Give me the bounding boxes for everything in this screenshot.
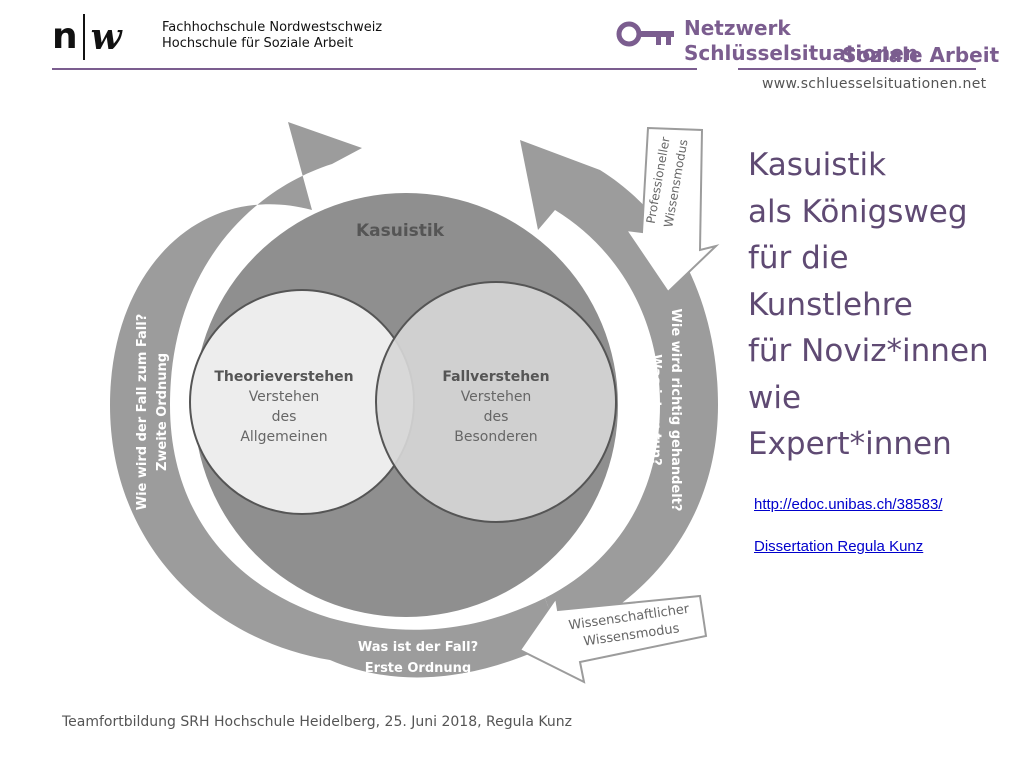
- header-rule-left: [52, 68, 697, 70]
- network-title: Netzwerk Schlüsselsituationen: [684, 16, 919, 65]
- theory-line1: Verstehen: [249, 389, 320, 405]
- case-heading: Fallverstehen: [442, 369, 549, 385]
- theory-line2: des: [272, 409, 297, 425]
- kasuistik-diagram: Kasuistik Theorieverstehen Verstehen des…: [110, 122, 720, 684]
- kasuistik-label: Kasuistik: [356, 221, 445, 241]
- header-rule-right: [738, 68, 976, 70]
- title-line: wie: [748, 379, 802, 416]
- right-arc-line1: Wie wird richtig gehandelt?: [668, 309, 683, 512]
- bottom-arrow-shape: [518, 594, 708, 684]
- bottom-ring-segment: [330, 598, 560, 678]
- case-circle: [375, 281, 617, 523]
- network-subtitle: Soziale Arbeit: [842, 43, 1000, 67]
- logo-separator: [82, 14, 85, 60]
- school-name: Fachhochschule Nordwestschweiz Hochschul…: [162, 20, 382, 52]
- school-name-line2: Hochschule für Soziale Arbeit: [162, 36, 354, 51]
- footer-text: Teamfortbildung SRH Hochschule Heidelber…: [62, 714, 572, 730]
- logo-letter-n: n: [52, 16, 78, 57]
- bottom-arc-line2: Erste Ordnung: [365, 661, 471, 676]
- network-url: www.schluesselsituationen.net: [762, 76, 987, 92]
- fhnw-logo: n w: [52, 14, 122, 60]
- dissertation-link[interactable]: Dissertation Regula Kunz: [754, 538, 924, 555]
- title-line: für die: [748, 240, 849, 276]
- title-line: Expert*innen: [748, 426, 952, 462]
- case-line3: Besonderen: [454, 429, 537, 445]
- key-icon: [616, 21, 674, 47]
- title-line: als Königsweg: [748, 193, 968, 230]
- school-name-line1: Fachhochschule Nordwestschweiz: [162, 20, 383, 35]
- case-line2: des: [484, 409, 509, 425]
- bottom-arc-line1: Was ist der Fall?: [358, 640, 478, 655]
- case-line1: Verstehen: [461, 389, 532, 405]
- logo-letter-w: w: [90, 16, 122, 58]
- top-arrow-shape: [623, 126, 720, 294]
- left-arc-line2: Zweite Ordnung: [155, 353, 170, 471]
- theory-heading: Theorieverstehen: [214, 369, 353, 385]
- left-arc-line1: Wie wird der Fall zum Fall?: [135, 314, 150, 510]
- slide-title: Kasuistik als Königsweg für die Kunstleh…: [748, 142, 1018, 468]
- title-line: Kunstlehre: [748, 286, 913, 323]
- title-line: für Noviz*innen: [748, 333, 989, 369]
- edoc-link[interactable]: http://edoc.unibas.ch/38583/: [754, 496, 943, 513]
- title-line: Kasuistik: [748, 147, 887, 183]
- left-ring-arrow: [110, 122, 362, 660]
- right-arc-line2: Was ist zu tun?: [648, 354, 663, 465]
- theory-line3: Allgemeinen: [240, 429, 327, 445]
